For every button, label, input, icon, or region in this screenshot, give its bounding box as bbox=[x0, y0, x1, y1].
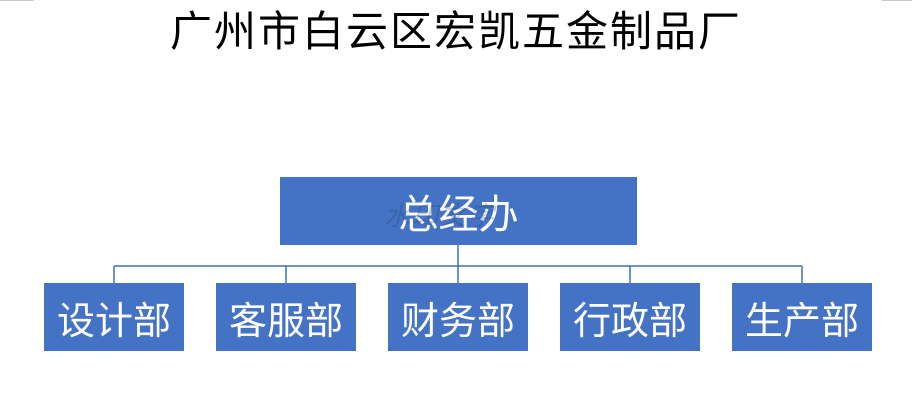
org-node-admin-dept: 行政部 bbox=[560, 283, 700, 351]
page-corner-mark-right bbox=[882, 0, 912, 5]
page-corner-mark-left bbox=[0, 0, 34, 5]
org-node-admin-dept-label: 行政部 bbox=[572, 298, 687, 343]
org-node-design-dept-label: 设计部 bbox=[56, 298, 171, 343]
org-node-design-dept: 设计部 bbox=[44, 283, 184, 351]
org-node-production-dept-label: 生产部 bbox=[744, 298, 859, 343]
org-node-finance-dept: 财务部 bbox=[388, 283, 528, 351]
org-node-production-dept: 生产部 bbox=[732, 283, 872, 351]
page-title: 广州市白云区宏凯五金制品厂 bbox=[169, 7, 742, 56]
org-node-finance-dept-label: 财务部 bbox=[400, 298, 515, 343]
org-node-customer-service-dept-label: 客服部 bbox=[228, 298, 343, 343]
org-node-general-office: 总经办 bbox=[280, 177, 637, 245]
org-node-customer-service-dept: 客服部 bbox=[216, 283, 356, 351]
org-node-general-office-label: 总经办 bbox=[398, 192, 519, 238]
